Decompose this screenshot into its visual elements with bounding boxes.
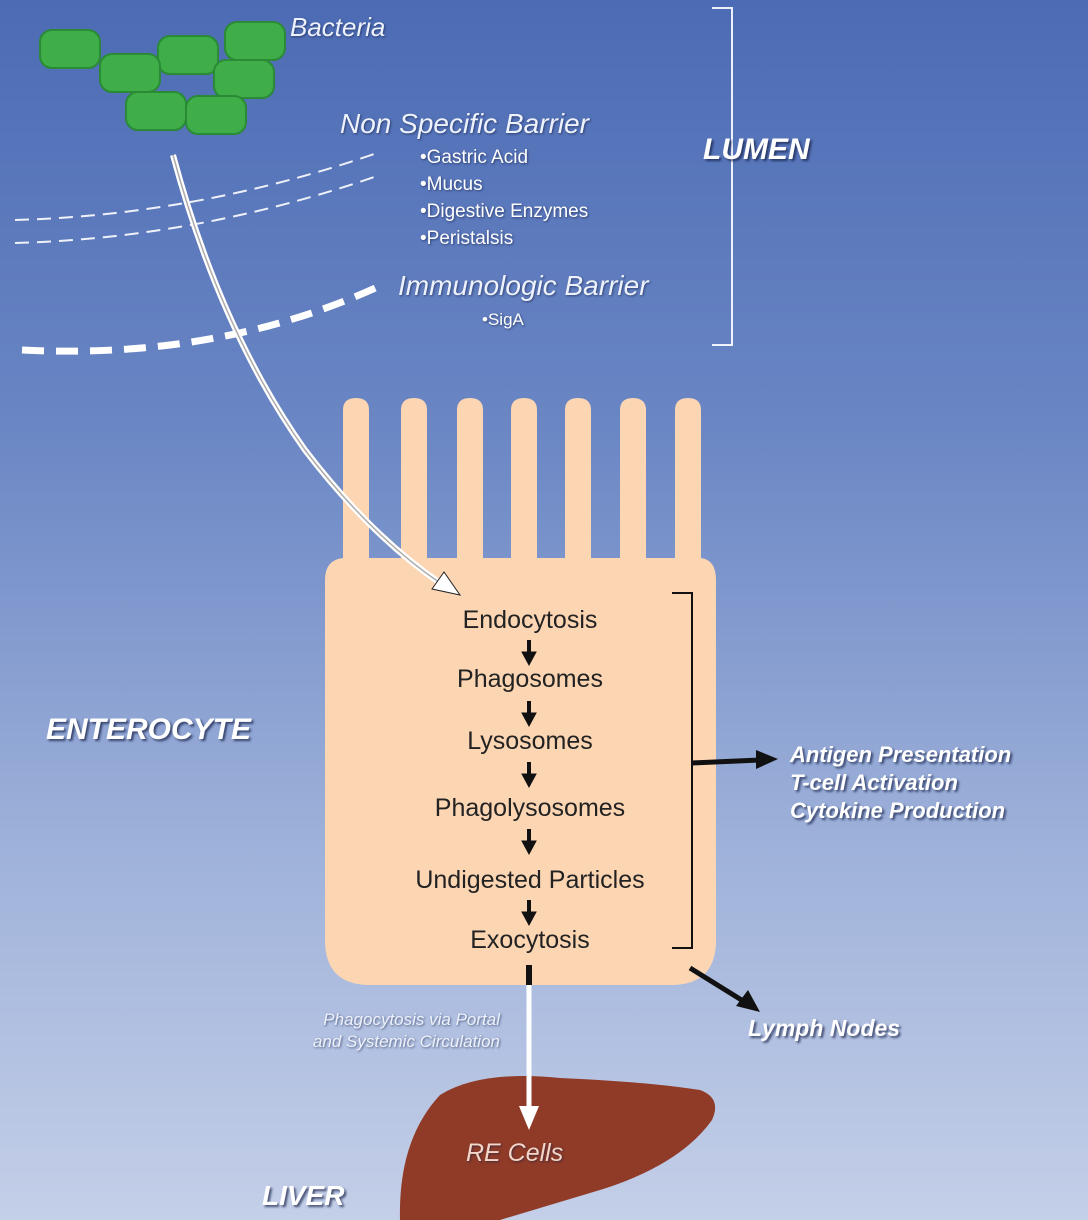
bacterium	[214, 60, 274, 98]
bacterium	[100, 54, 160, 92]
bacterium	[158, 36, 218, 74]
non-specific-item: •Gastric Acid	[420, 147, 528, 169]
step-endocytosis: Endocytosis	[320, 606, 740, 635]
antigen-arrowhead	[756, 750, 778, 769]
step-phagosomes: Phagosomes	[320, 665, 740, 694]
outcome-t-cell-activation: T-cell Activation	[790, 770, 958, 796]
non-specific-item: •Peristalsis	[420, 228, 513, 250]
bacterium	[126, 92, 186, 130]
circulation-line-2: and Systemic Circulation	[215, 1032, 500, 1052]
step-exocytosis: Exocytosis	[320, 926, 740, 955]
lymph-nodes-label: Lymph Nodes	[748, 1015, 900, 1042]
bacterium	[186, 96, 246, 134]
liver-label: LIVER	[262, 1180, 344, 1212]
bacterium	[225, 22, 285, 60]
immunologic-barrier-line	[22, 285, 382, 351]
enterocyte-label: ENTEROCYTE	[46, 713, 251, 747]
bacteria-label: Bacteria	[290, 12, 385, 43]
non-specific-item: •Mucus	[420, 174, 483, 196]
step-phagolysosomes: Phagolysosomes	[320, 794, 740, 823]
immunologic-barrier-label: Immunologic Barrier	[398, 270, 649, 302]
entry-arrow-outline	[173, 155, 440, 583]
bacteria-cluster	[40, 22, 285, 134]
non-specific-item: •Digestive Enzymes	[420, 201, 588, 223]
step-undigested-particles: Undigested Particles	[320, 866, 740, 895]
lumen-label: LUMEN	[703, 133, 810, 167]
immunologic-item: •SigA	[482, 310, 524, 330]
outcome-antigen-presentation: Antigen Presentation	[790, 742, 1011, 768]
re-cells-label: RE Cells	[466, 1139, 563, 1168]
circulation-line-1: Phagocytosis via Portal	[230, 1010, 500, 1030]
lymph-arrow	[690, 968, 748, 1004]
non-specific-barrier-label: Non Specific Barrier	[340, 108, 589, 140]
antigen-arrow	[692, 760, 760, 763]
non-specific-barrier-line	[15, 152, 380, 220]
lumen-bracket	[712, 8, 732, 345]
outcome-cytokine-production: Cytokine Production	[790, 798, 1005, 824]
step-lysosomes: Lysosomes	[320, 727, 740, 756]
bacterium	[40, 30, 100, 68]
entry-arrow	[173, 155, 440, 583]
